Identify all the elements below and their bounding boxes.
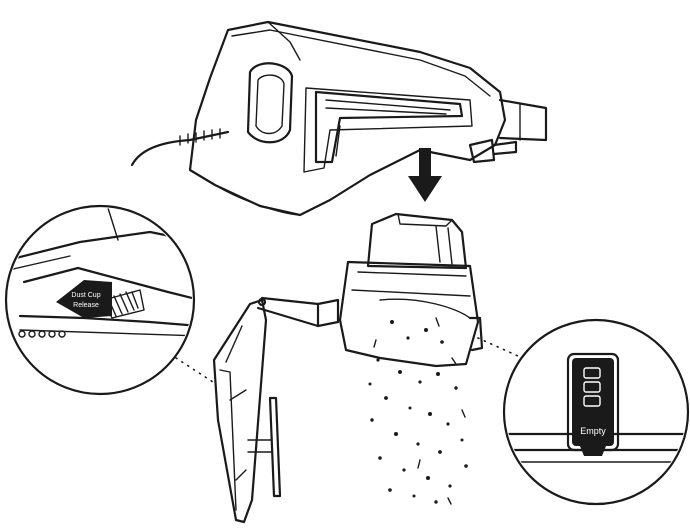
vent-dots bbox=[18, 330, 66, 338]
power-cord bbox=[130, 128, 230, 167]
dust-cup-release-button[interactable]: Dust Cup Release bbox=[56, 280, 112, 318]
falling-debris bbox=[368, 317, 468, 505]
empty-label: Empty bbox=[580, 426, 606, 436]
vacuum-handle-unit bbox=[188, 20, 548, 217]
dust-cup-lid bbox=[212, 298, 282, 524]
release-button-callout: Dust Cup Release bbox=[4, 204, 196, 396]
release-label-line1: Dust Cup bbox=[71, 292, 100, 299]
leader-lines bbox=[175, 337, 519, 385]
empty-level-indicator: Empty bbox=[566, 352, 620, 456]
down-arrow-icon bbox=[408, 148, 442, 202]
release-label-line2: Release bbox=[73, 302, 99, 309]
dust-cup bbox=[256, 212, 484, 368]
empty-indicator-callout: Empty bbox=[502, 318, 690, 506]
